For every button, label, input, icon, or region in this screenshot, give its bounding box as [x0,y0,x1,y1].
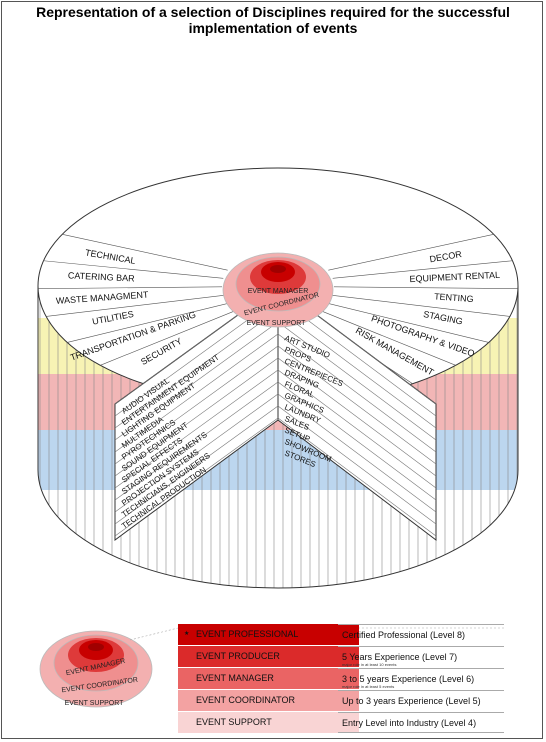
discipline-divider [333,286,518,289]
level-row-coordinator: EVENT COORDINATOR [178,690,359,711]
discipline-label: CATERING BAR [68,270,136,283]
page-title: Representation of a selection of Discipl… [0,4,546,36]
cylinder-outline [37,286,519,589]
discipline-label: TENTING [434,291,474,304]
title-line-1: Representation of a selection of Discipl… [36,4,510,20]
level-row-manager: EVENT MANAGER [178,668,359,689]
discipline-divider [319,309,456,366]
discipline-divider [46,294,224,317]
discipline-label: EQUIPMENT RENTAL [409,270,500,284]
level-desc-support: Entry Level into Industry (Level 4) [338,712,504,733]
discipline-divider [327,302,489,343]
discipline-divider [100,309,237,366]
discipline-divider [328,233,494,271]
level-desc-professional: Certified Professional (Level 8) [338,624,504,645]
discipline-divider [67,302,229,343]
level-row-professional: ★EVENT PROFESSIONAL [178,624,359,645]
center-label-manager: EVENT MANAGER [248,288,309,295]
discipline-divider [332,294,510,317]
level-desc-coordinator: Up to 3 years Experience (Level 5) [338,690,504,711]
discipline-divider [62,233,228,271]
level-desc-manager: 3 to 5 years Experience (Level 6)major r… [338,668,504,689]
center-label-support: EVENT SUPPORT [247,320,307,327]
level-row-producer: EVENT PRODUCER [178,646,359,667]
legend-rings: EVENT MANAGER EVENT COORDINATOR EVENT SU… [39,630,153,708]
discipline-divider [332,260,513,279]
level-row-support: EVENT SUPPORT [178,712,359,733]
discipline-divider [38,286,223,289]
title-line-2: implementation of events [188,20,358,36]
discipline-divider [43,260,224,279]
level-desc-producer: 5 Years Experience (Level 7)major role i… [338,646,504,667]
decor-sub-labels: ART STUDIOPROPSCENTREPIECESDRAPINGFLORAL… [283,334,344,470]
legend-label-support: EVENT SUPPORT [65,700,125,707]
band-blue [38,430,518,490]
center-rings: EVENT MANAGER EVENT COORDINATOR EVENT SU… [222,252,334,328]
